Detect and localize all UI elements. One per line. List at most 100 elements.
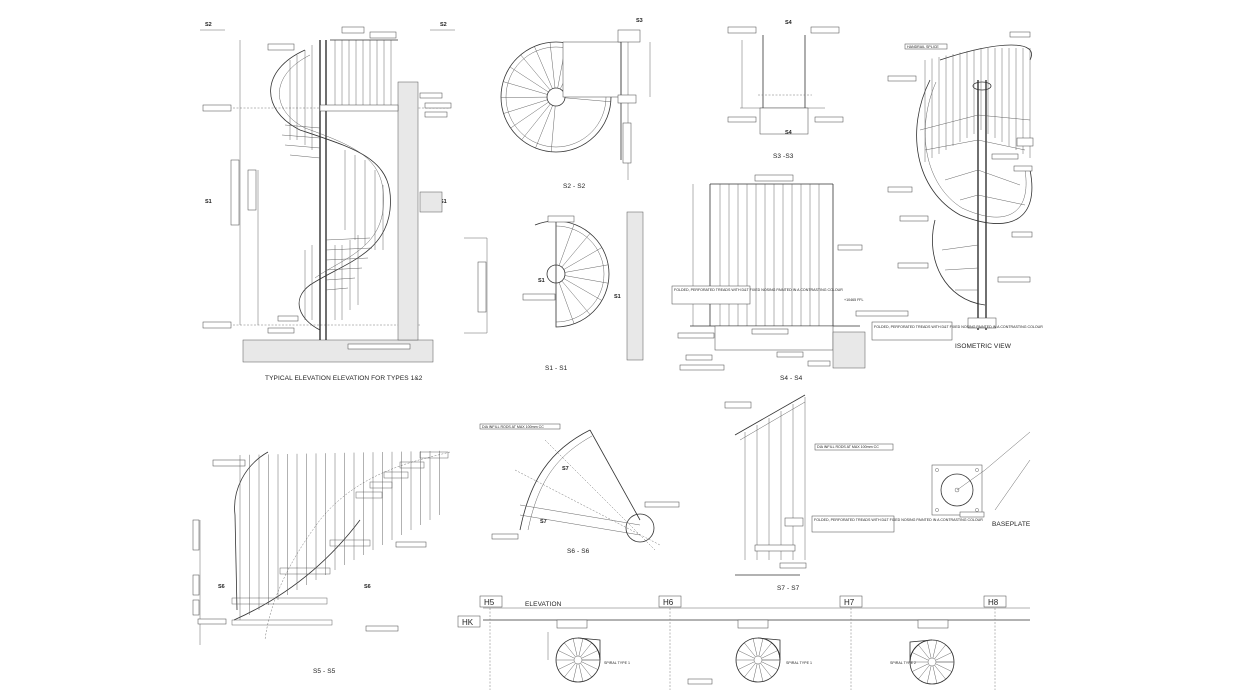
tread-line: [564, 642, 576, 658]
svg-text:HK: HK: [462, 618, 474, 627]
s1-plan-view: S1 S1 S1 - S1: [464, 211, 644, 372]
section-tag: S2: [205, 22, 212, 28]
isometric-view: HANDRAIL SPLICE FOLDED, PERFORATED TREAD…: [871, 31, 1043, 350]
tread-line: [761, 650, 778, 659]
tread-line: [932, 640, 938, 659]
s6-note: DIA INFILL RODS AT MAX 100mm CC: [482, 425, 544, 429]
s4-section-view: FOLDED, PERFORATED TREADS WITH D&T FIXED…: [671, 174, 909, 382]
stair-label: SPIRAL TYPE 2: [890, 661, 916, 665]
tread-line: [912, 652, 929, 661]
tread-line: [563, 278, 603, 301]
tread-line: [558, 661, 575, 670]
s4-note: FOLDED, PERFORATED TREADS WITH D&T FIXED…: [674, 288, 843, 292]
s5-section-view: S6 S6 S5 - S5: [192, 450, 451, 675]
tread-line: [503, 81, 548, 95]
tread-line: [761, 661, 778, 670]
s3-section-view: S4 S4 S3 -S3: [727, 20, 844, 160]
tread-line: [510, 101, 549, 129]
gridline-marker-h7: H7: [839, 595, 863, 608]
svg-text:H5: H5: [484, 598, 495, 607]
tread-line: [926, 665, 932, 684]
tread-line: [918, 664, 930, 680]
tread-line: [564, 97, 611, 103]
section-tag: S3: [636, 18, 643, 24]
tread-line: [935, 663, 952, 672]
gridline-marker-h6: H6: [658, 595, 682, 608]
tread-line: [501, 96, 548, 98]
tread-line: [534, 46, 553, 89]
view-caption: TYPICAL ELEVATION ELEVATION FOR TYPES 1&…: [265, 375, 423, 382]
tread-line: [521, 103, 551, 141]
tread-line: [535, 105, 553, 149]
tread-line: [558, 282, 575, 324]
gridline-marker-h8: H8: [983, 595, 1007, 608]
section-tag: S7: [562, 466, 569, 472]
tread-line: [564, 264, 609, 273]
layout-stair: SPIRAL TYPE 2: [890, 619, 955, 685]
tread-line: [744, 642, 756, 658]
svg-text:H7: H7: [844, 598, 855, 607]
tread-line: [503, 99, 548, 114]
section-tag: S1: [205, 199, 212, 205]
tread-line: [738, 650, 755, 659]
tread-line: [934, 664, 946, 680]
section-tag: S7: [540, 519, 547, 525]
typical-elevation-view: S2 S2 S1 S1: [200, 22, 455, 382]
layout-stair: SPIRAL TYPE 1: [547, 619, 630, 683]
section-tag: S6: [218, 584, 225, 590]
section-tag: S1: [440, 199, 447, 205]
svg-text:H6: H6: [663, 598, 674, 607]
view-caption: S6 - S6: [567, 548, 590, 555]
view-caption: S7 - S7: [777, 585, 800, 592]
tread-line: [760, 642, 772, 658]
section-tag: S1: [614, 294, 621, 300]
view-caption: S4 - S4: [780, 375, 803, 382]
s7-rods-note: DIA INFILL RODS AT MAX 100mm CC: [817, 445, 879, 449]
tread-line: [758, 663, 764, 682]
tread-line: [580, 662, 592, 678]
tread-line: [520, 54, 551, 91]
s4-ffl-level: +10465 FFL: [844, 298, 863, 302]
baseplate-view: BASEPLATE: [931, 431, 1031, 528]
section-tag: S4: [785, 20, 793, 26]
tread-line: [572, 663, 578, 682]
tread-line: [572, 638, 578, 657]
tread-line: [580, 642, 592, 658]
tread-line: [912, 663, 929, 672]
tread-line: [558, 650, 575, 659]
gridline-marker-hk: HK: [457, 615, 481, 628]
layout-stair: SPIRAL TYPE 1: [735, 619, 812, 683]
view-caption: ELEVATION: [525, 601, 562, 608]
s7-section-view: DIA INFILL RODS AT MAX 100mm CC FOLDED, …: [724, 394, 983, 592]
gridline-marker-h5: H5: [479, 595, 503, 608]
tread-line: [758, 638, 764, 657]
section-tag: S4: [785, 130, 793, 136]
svg-text:H8: H8: [988, 598, 999, 607]
iso-note: FOLDED, PERFORATED TREADS WITH D&T FIXED…: [874, 325, 1043, 329]
view-caption: ISOMETRIC VIEW: [955, 343, 1012, 350]
section-tag: S1: [538, 278, 545, 284]
tread-line: [578, 638, 584, 657]
tread-line: [744, 662, 756, 678]
s2-plan-view: S3 S2 - S2: [500, 18, 651, 190]
layout-elevation-view: ELEVATION H5 H6 H7 H8 HK: [457, 595, 1030, 690]
stair-label: SPIRAL TYPE 1: [604, 661, 630, 665]
tread-line: [509, 66, 549, 93]
view-caption: S3 -S3: [773, 153, 794, 160]
tread-line: [918, 644, 930, 660]
tread-line: [564, 662, 576, 678]
s7-treads-note: FOLDED, PERFORATED TREADS WITH D&T FIXED…: [814, 518, 983, 522]
tread-line: [581, 661, 598, 670]
view-caption: S5 - S5: [313, 668, 336, 675]
tread-line: [561, 233, 591, 268]
tread-line: [932, 665, 938, 684]
iso-callout: HANDRAIL SPLICE: [907, 45, 939, 49]
s6-section-view: DIA INFILL RODS AT MAX 100mm CC S7 S7 S6…: [479, 423, 680, 555]
tread-line: [578, 663, 584, 682]
tread-line: [561, 280, 591, 315]
view-caption: S1 - S1: [545, 365, 568, 372]
tread-line: [549, 42, 556, 89]
tread-line: [563, 247, 603, 270]
tread-line: [935, 652, 952, 661]
